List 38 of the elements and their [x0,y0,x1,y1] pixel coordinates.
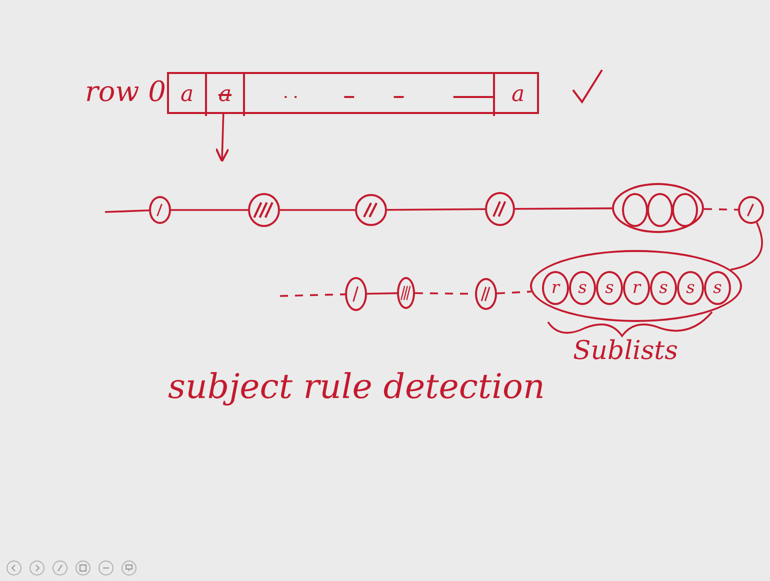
list-node-circle [622,193,648,227]
array-cell: a [207,74,245,116]
connector-line [104,210,150,213]
array-cell: a [495,74,541,116]
list-node-circle [485,192,515,226]
connector-line [496,290,532,294]
list-node-circle [475,278,497,310]
list-node-circle [397,277,415,309]
group-ellipse [612,183,704,233]
list-node-circle: s [650,271,677,305]
list-node-circle [738,196,764,224]
list-node-circle: s [704,271,731,305]
list-node-circle: r [542,271,569,305]
row-label: row 0 [85,78,166,106]
connector-line [704,208,738,211]
connector-line [515,207,612,210]
connector-line [280,209,355,211]
list-node-circle: r [623,271,650,305]
annotation-text: Sublists [573,338,678,364]
list-node-circle [672,193,698,227]
group-ellipse [530,250,742,322]
connector-line [171,209,248,211]
connector-line [387,208,485,211]
list-node-circle [149,196,171,224]
array-bar [167,72,539,114]
annotation-text: subject rule detection [168,370,545,404]
list-node-circle [647,193,673,227]
array-cell: a [169,74,207,116]
list-node-circle: s [596,271,623,305]
connector-line [280,293,346,297]
list-node-circle: s [677,271,704,305]
connector-line [366,292,398,295]
list-node-circle [355,194,387,226]
list-node-circle [248,193,280,227]
list-node-circle: s [569,271,596,305]
arrow [215,114,230,162]
list-node-circle [345,277,367,311]
connector-line [730,222,763,271]
